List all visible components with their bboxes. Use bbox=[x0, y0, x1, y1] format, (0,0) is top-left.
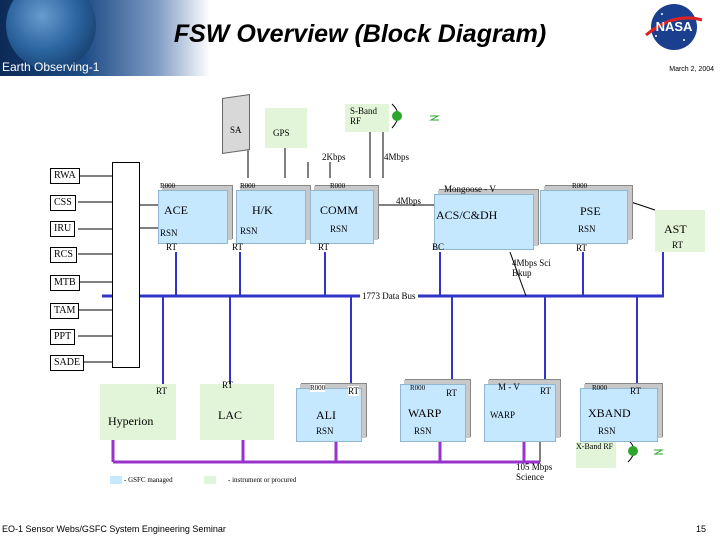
warp-rsn-block bbox=[400, 384, 466, 442]
ast-label: AST bbox=[664, 222, 687, 236]
svg-text:NASA: NASA bbox=[656, 19, 693, 34]
sensor-rwa: RWA bbox=[50, 168, 80, 184]
xband-label: XBAND bbox=[588, 406, 631, 420]
hyperion-label: Hyperion bbox=[108, 414, 154, 428]
science-rate-label: 105 Mbps Science bbox=[516, 462, 553, 482]
ace-rt: RT bbox=[166, 242, 177, 252]
warp-rsn-rt: RT bbox=[446, 388, 457, 398]
hk-label: H/K bbox=[252, 203, 273, 217]
sensor-rcs: RCS bbox=[50, 247, 77, 263]
comm-rt: RT bbox=[318, 242, 329, 252]
lac-label: LAC bbox=[218, 408, 242, 422]
acs-cdh-label: ACS/C&DH bbox=[436, 208, 498, 222]
gps-label: GPS bbox=[273, 128, 290, 138]
comm-r000: R000 bbox=[330, 182, 346, 190]
hk-block bbox=[236, 190, 306, 244]
xband-rsn: RSN bbox=[598, 426, 616, 436]
xband-rt: RT bbox=[630, 386, 641, 396]
warp-mv-label: WARP bbox=[490, 410, 516, 420]
sensor-interface-panel bbox=[112, 162, 140, 368]
acs-cdh-block bbox=[434, 194, 534, 250]
rate-2kbps: 2Kbps bbox=[322, 152, 346, 162]
sensor-tam: TAM bbox=[50, 303, 80, 319]
sensor-ppt: PPT bbox=[50, 329, 76, 345]
lac-box bbox=[200, 384, 274, 440]
warp-mv-label-top: M - V bbox=[498, 382, 520, 392]
slide-date: March 2, 2004 bbox=[669, 66, 714, 73]
ali-r000: R000 bbox=[310, 384, 326, 392]
pse-r000: R000 bbox=[572, 182, 588, 190]
hk-rt: RT bbox=[232, 242, 243, 252]
ace-r000: R000 bbox=[160, 182, 176, 190]
legend-gsfc-text: - GSFC managed bbox=[124, 476, 173, 484]
solar-array-box bbox=[222, 94, 250, 154]
sensor-sade: SADE bbox=[50, 355, 85, 371]
pse-rt: RT bbox=[576, 243, 587, 253]
ast-box bbox=[655, 210, 705, 252]
acs-bc: BC bbox=[432, 242, 445, 252]
ali-rt: RT bbox=[348, 386, 359, 396]
comm-block bbox=[310, 190, 374, 244]
sensor-css: CSS bbox=[50, 195, 76, 211]
earth-globe-icon bbox=[6, 0, 96, 70]
pse-rsn: RSN bbox=[578, 224, 596, 234]
mission-subtitle: Earth Observing-1 bbox=[2, 60, 100, 74]
ace-label: ACE bbox=[164, 203, 188, 217]
sband-rf-box bbox=[345, 104, 389, 132]
footer-seminar: EO-1 Sensor Webs/GSFC System Engineering… bbox=[2, 524, 226, 534]
xband-block bbox=[580, 388, 658, 442]
pse-label: PSE bbox=[580, 204, 601, 218]
warp-mv-block bbox=[484, 384, 556, 442]
sci-backup-rate: 4Mbps Sci Bkup bbox=[512, 258, 551, 278]
ace-rsn: RSN bbox=[160, 228, 178, 238]
comm-label: COMM bbox=[320, 203, 359, 217]
legend-procured-text: - instrument or procured bbox=[228, 476, 297, 484]
page-number: 15 bbox=[695, 524, 706, 534]
ali-block bbox=[296, 388, 362, 442]
sensor-iru: IRU bbox=[50, 221, 76, 237]
rate-4mbps-downlink: 4Mbps bbox=[384, 152, 410, 162]
warp-mv-rt: RT bbox=[540, 386, 551, 396]
hyperion-box bbox=[100, 384, 176, 440]
xband-rf-label: X-Band RF bbox=[576, 442, 616, 468]
hyperion-rt: RT bbox=[156, 386, 167, 396]
acs-mongoose: Mongoose - V bbox=[444, 184, 496, 194]
solar-array-label: SA bbox=[230, 125, 242, 135]
sband-rf-label: S-Band RF bbox=[350, 106, 377, 126]
ast-rt: RT bbox=[672, 240, 683, 250]
rate-4mbps-comm: 4Mbps bbox=[396, 196, 422, 206]
data-bus-label: 1773 Data Bus bbox=[360, 291, 418, 301]
hk-rsn: RSN bbox=[240, 226, 258, 236]
pse-block bbox=[540, 190, 628, 244]
xband-r000: R000 bbox=[592, 384, 608, 392]
hk-r000: R000 bbox=[240, 182, 256, 190]
comm-rsn: RSN bbox=[330, 224, 348, 234]
gps-box bbox=[265, 108, 307, 148]
ali-label: ALI bbox=[316, 408, 336, 422]
lac-rt: RT bbox=[222, 380, 233, 390]
warp-rsn-r000: R000 bbox=[410, 384, 426, 392]
warp-rsn-rsn: RSN bbox=[414, 426, 432, 436]
legend-procured-swatch bbox=[204, 476, 216, 484]
warp-rsn-label: WARP bbox=[408, 406, 442, 420]
ali-rsn: RSN bbox=[316, 426, 334, 436]
sensor-mtb: MTB bbox=[50, 275, 80, 291]
nasa-logo-icon: NASA bbox=[645, 4, 703, 50]
ace-block bbox=[158, 190, 228, 244]
page-title: FSW Overview (Block Diagram) bbox=[173, 20, 547, 48]
legend-gsfc-swatch bbox=[110, 476, 122, 484]
